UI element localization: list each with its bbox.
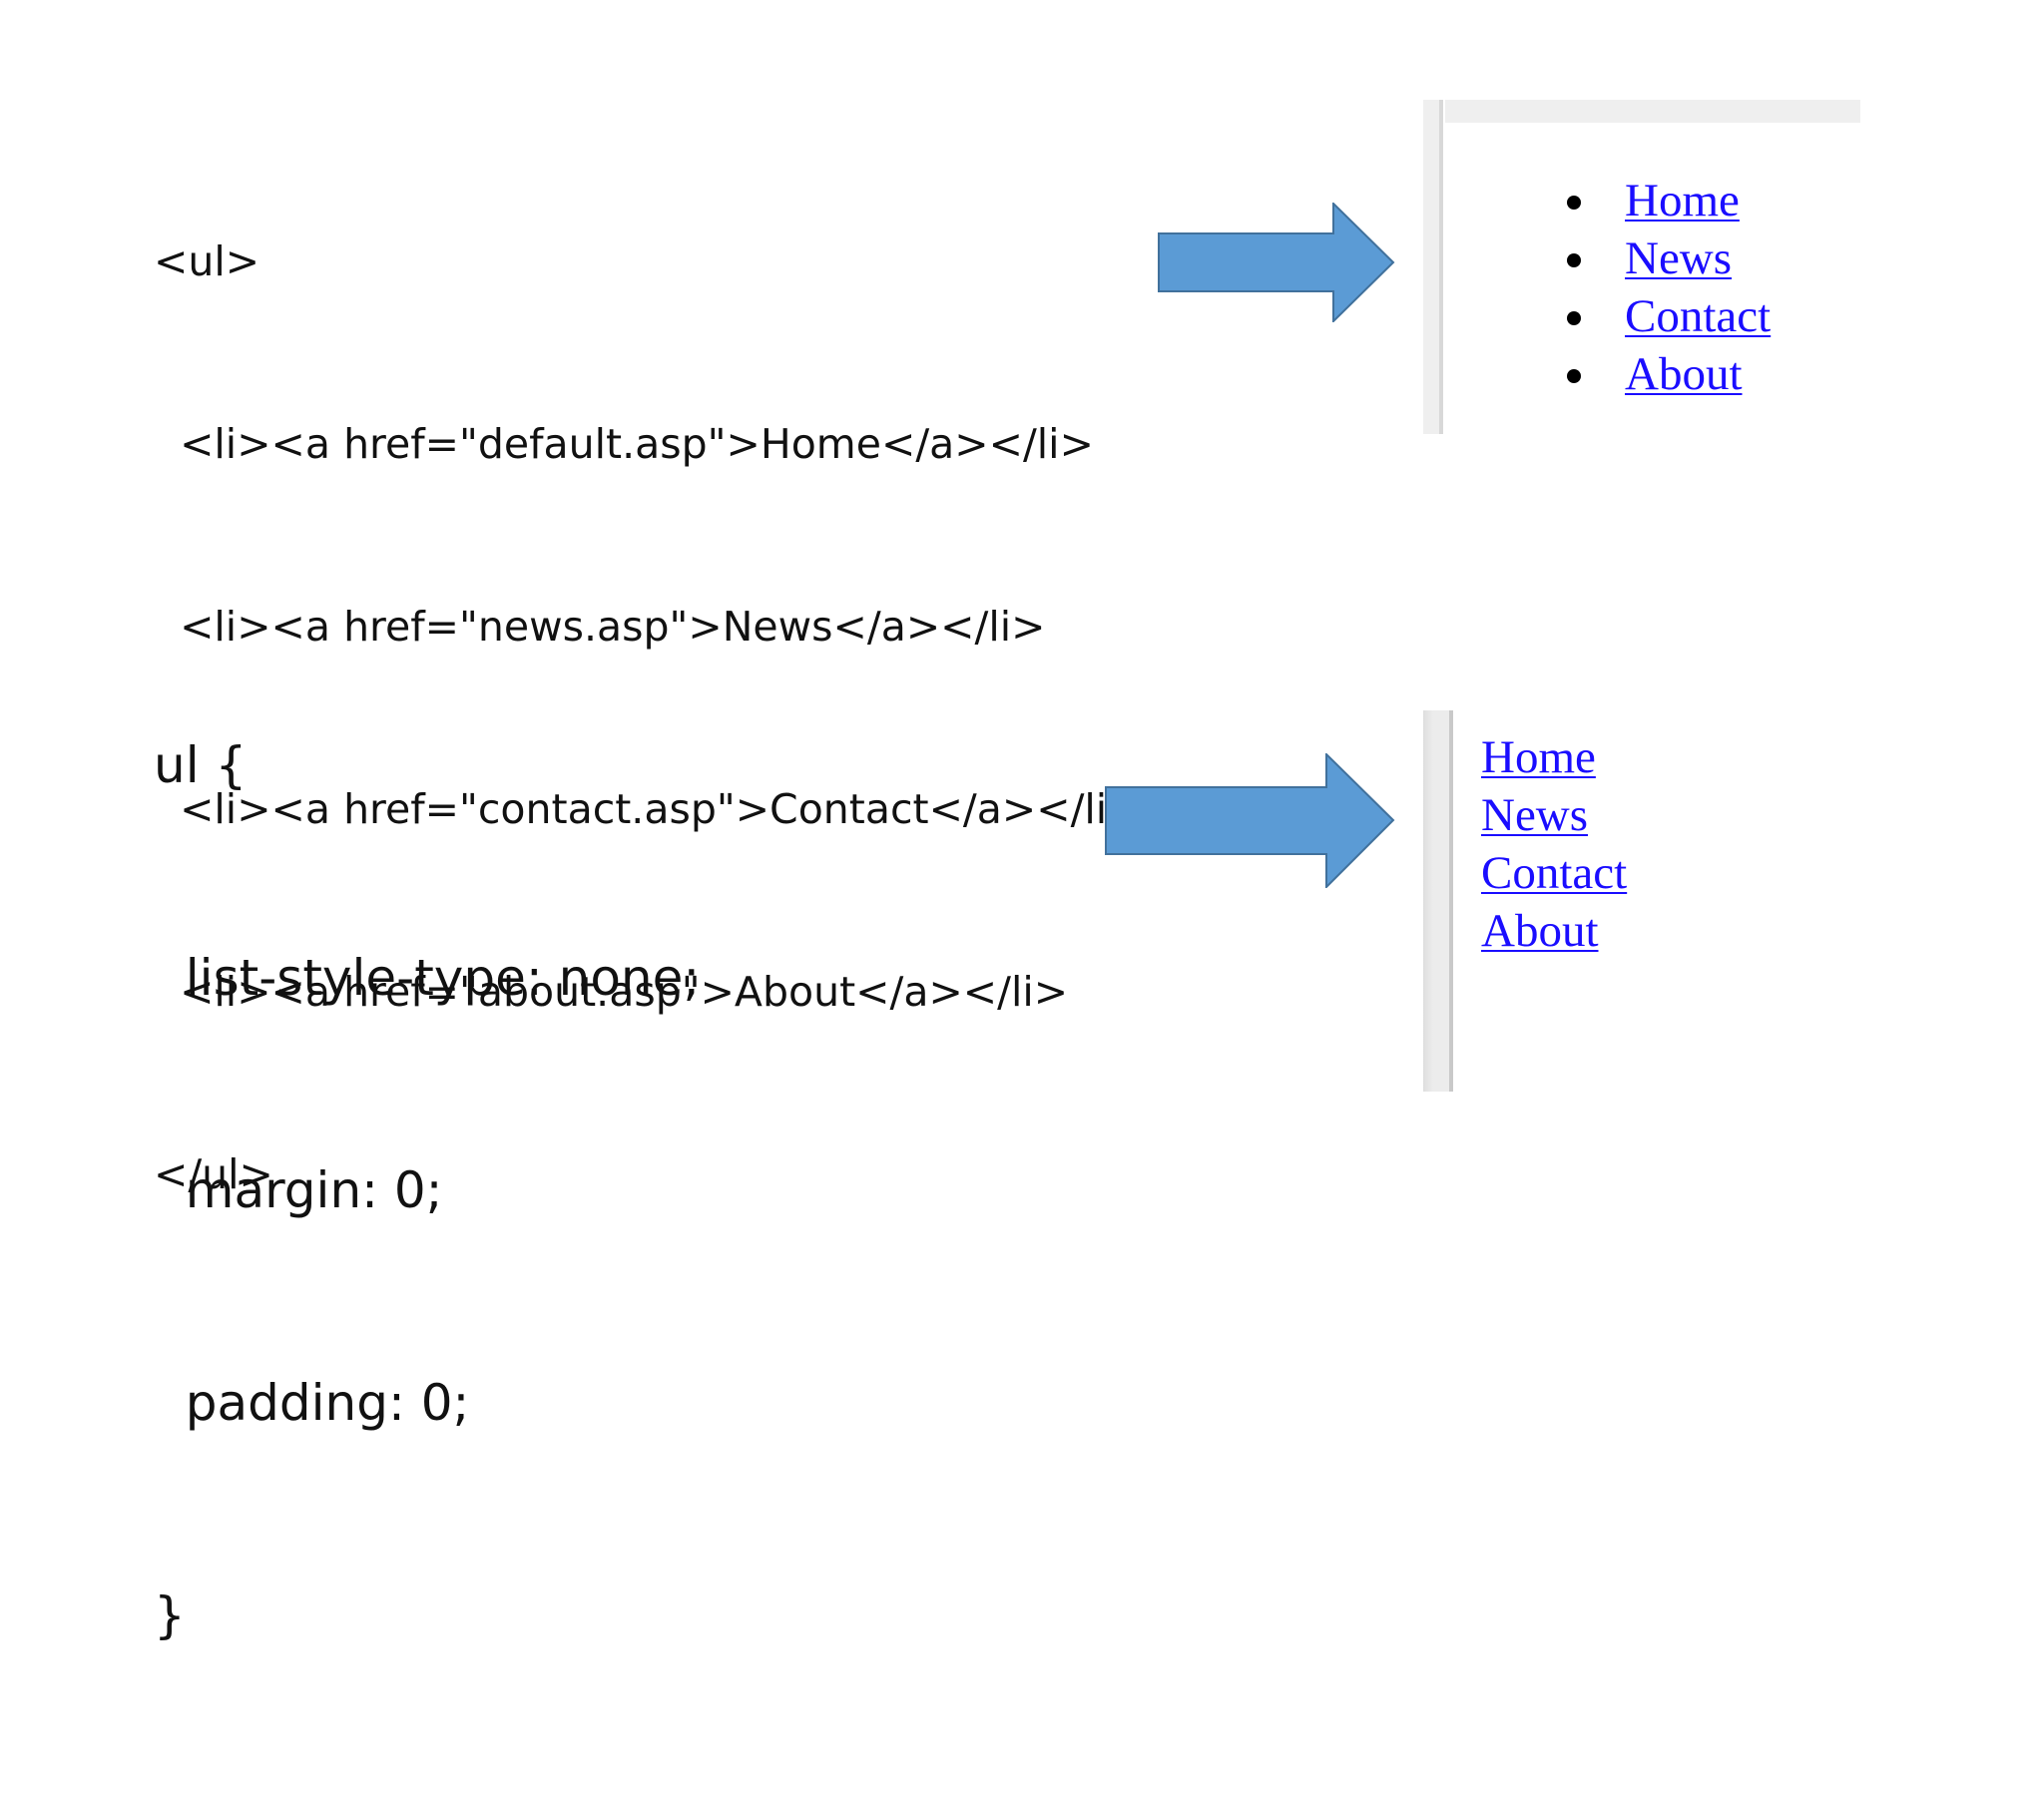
list-item: About — [1547, 345, 1771, 403]
list-item: News — [1547, 229, 1771, 287]
link-about[interactable]: About — [1481, 905, 1599, 957]
code-line: <li><a href="about.asp">About</a></li> — [154, 968, 1069, 1016]
code-line: <li><a href="contact.asp">Contact</a></l… — [154, 785, 1142, 833]
code-line: list-style-type: none; — [154, 949, 701, 1007]
list-item: News — [1481, 786, 1627, 844]
browser-preview-default: Home News Contact About — [1423, 100, 1860, 434]
code-line: <li><a href="default.asp">Home</a></li> — [154, 420, 1094, 468]
link-contact[interactable]: Contact — [1625, 290, 1772, 342]
code-line: } — [154, 1586, 186, 1644]
link-home[interactable]: Home — [1481, 731, 1596, 783]
bullet-icon — [1567, 369, 1581, 383]
list-item: Home — [1547, 172, 1771, 229]
list-item: About — [1481, 902, 1627, 960]
link-contact[interactable]: Contact — [1481, 847, 1628, 899]
right-arrow-icon — [1105, 753, 1395, 888]
code-line: <li><a href="news.asp">News</a></li> — [154, 603, 1046, 651]
link-news[interactable]: News — [1481, 789, 1589, 841]
code-line: margin: 0; — [154, 1161, 443, 1219]
slide: <ul> <li><a href="default.asp">Home</a><… — [154, 100, 1860, 1644]
list-item: Contact — [1547, 287, 1771, 345]
link-news[interactable]: News — [1625, 232, 1733, 284]
list-item: Home — [1481, 728, 1627, 786]
browser-frame-left — [1423, 100, 1445, 434]
html-code-block: <ul> <li><a href="default.asp">Home</a><… — [154, 110, 1142, 1327]
browser-preview-styled: Home News Contact About — [1423, 710, 1860, 1092]
bulleted-link-list: Home News Contact About — [1547, 172, 1771, 403]
bullet-icon — [1567, 253, 1581, 267]
plain-link-list: Home News Contact About — [1481, 728, 1627, 960]
right-arrow-icon — [1158, 203, 1395, 322]
code-line: padding: 0; — [154, 1374, 470, 1432]
link-home[interactable]: Home — [1625, 175, 1740, 226]
link-about[interactable]: About — [1625, 348, 1743, 400]
list-item: Contact — [1481, 844, 1627, 902]
browser-frame-left — [1423, 710, 1455, 1092]
code-line: ul { — [154, 736, 248, 794]
bullet-icon — [1567, 311, 1581, 325]
browser-frame-top — [1423, 100, 1860, 123]
bullet-icon — [1567, 196, 1581, 210]
code-line: <ul> — [154, 237, 260, 285]
css-code-block: ul { list-style-type: none; margin: 0; p… — [154, 589, 700, 1793]
